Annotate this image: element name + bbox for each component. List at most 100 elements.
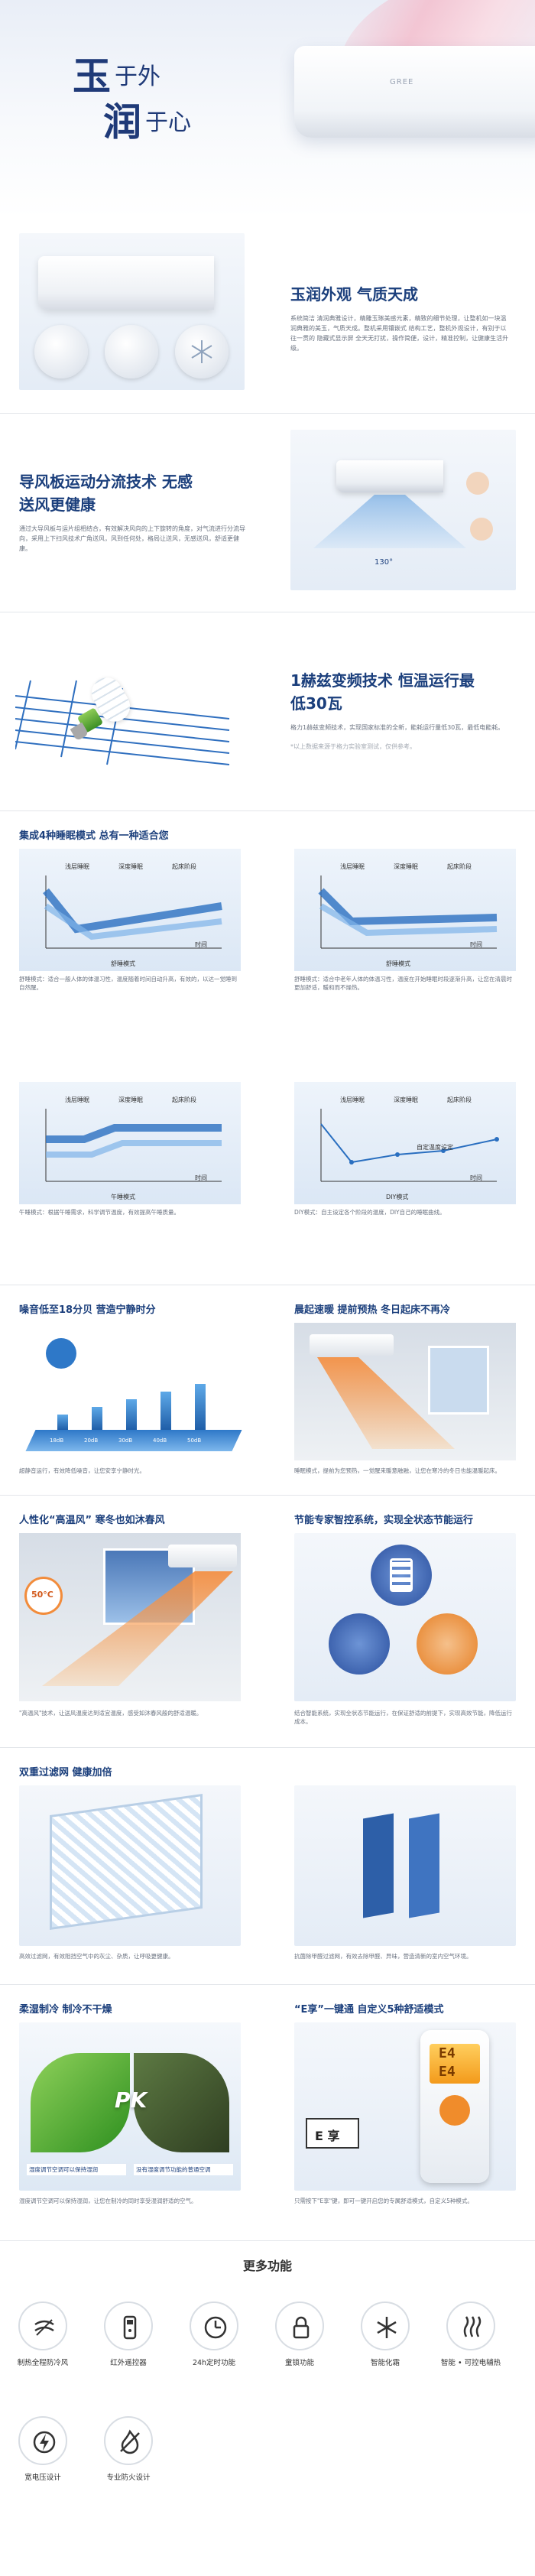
more-header: 更多功能 — [242, 2259, 292, 2273]
e-share-key-label: E 享 — [315, 2129, 340, 2143]
filter-layer-2 — [409, 1813, 439, 1918]
sleep-caption-1: 舒睡模式：适合一般人体的体温习性，温度随着时间自动升高，有效的，以达一觉睡到自然… — [19, 976, 237, 991]
divider — [0, 1747, 535, 1748]
sleep-mode-label: 舒睡模式 — [386, 960, 410, 967]
heat-scene — [294, 1323, 516, 1460]
section-appearance: 玉润外观 气质天成 系统简洁 清润典雅设计，精雕玉琢美感元素，精致的细节处理，让… — [0, 218, 535, 401]
sleep-header: 集成4种睡眠模式 总有一种适合您 — [19, 830, 169, 842]
inverter-desc: 格力1赫兹变频技术，实现国家标准的全新，能耗运行量低30瓦，最低电能耗。 — [290, 724, 504, 731]
electric-heat-icon — [446, 2302, 495, 2350]
section-softcool-eshare: 柔湿制冷 制冷不干燥 PK 湿度调节空调可以保持湿润 没有湿度调节功能的普通空调… — [0, 1992, 535, 2221]
hero-small-text-2: 于心 — [145, 109, 191, 136]
inverter-title-line1: 1赫兹变频技术 恒温运行最 — [290, 671, 475, 690]
softcool-header: 柔湿制冷 制冷不干燥 — [19, 2004, 112, 2016]
hotwind-desc: "高温风"技术，让送风温度达到适宜温度，感受如沐春风般的舒适温暖。 — [19, 1710, 203, 1717]
noise-bar — [92, 1407, 102, 1430]
divider — [0, 810, 535, 811]
hero-ac-unit: GREE — [294, 46, 535, 138]
room-window — [428, 1346, 489, 1415]
phase-label: 深度睡眠 — [118, 863, 143, 870]
sleep-panel-1: 浅层睡眠 深度睡眠 起床阶段 时间 舒睡模式 — [19, 849, 241, 971]
airflow-ac-unit — [336, 460, 443, 492]
sleep-panel-2: 浅层睡眠 深度睡眠 起床阶段 时间 舒睡模式 — [294, 849, 516, 971]
feature-label: 智能化霜 — [370, 2359, 400, 2367]
feature-label: 童锁功能 — [284, 2359, 314, 2367]
noise-level-label: 50dB — [187, 1437, 202, 1444]
detail-circle-1 — [34, 325, 88, 378]
hotwind-scene: 50°C — [19, 1533, 241, 1701]
heat-desc: 睡眠模式，提前为您预热，一觉醒来暖意融融，让您在寒冷的冬日也能温暖起床。 — [294, 1467, 501, 1474]
unit-logo: GREE — [390, 78, 414, 86]
remote-display-icon — [417, 1613, 478, 1675]
phase-label: 浅层睡眠 — [340, 863, 365, 870]
feature-label: 红外遥控器 — [110, 2359, 147, 2367]
noise-desc: 超静音运行，有效降低噪音，让您安享宁静时光。 — [19, 1467, 145, 1474]
section-noise-heat: 噪音低至18分贝 营造宁静时分 18dB 20dB 30dB 40dB 50dB… — [0, 1292, 535, 1491]
noise-badge-icon — [46, 1338, 76, 1369]
fresh-leaf-icon — [31, 2053, 130, 2152]
section-sleep-modes: 集成4种睡眠模式 总有一种适合您 浅层睡眠 深度睡眠 起床阶段 时间 舒睡模式 … — [0, 818, 535, 1277]
phase-label: 起床阶段 — [172, 1096, 196, 1103]
remote-dpad — [439, 2095, 470, 2126]
remote-control-icon — [104, 2302, 153, 2350]
axis-time-label: 时间 — [470, 941, 482, 948]
inverter-note: *以上数据来源于格力实验室测试，仅供参考。 — [290, 743, 416, 750]
heat-header: 晨起速暖 提前预热 冬日起床不再冷 — [294, 1304, 451, 1316]
noise-bars — [50, 1376, 225, 1430]
sleep-curve-chart — [318, 875, 498, 949]
airflow-desc: 通过大导风板与运片组相结合，有效解决风向的上下旋转的角度，对气流进行分流导向，采… — [19, 525, 245, 552]
filter-layer-1 — [363, 1813, 394, 1918]
filter-mesh-icon — [50, 1793, 203, 1931]
section-filter: 双重过滤网 健康加倍 高效过滤网，有效阻挡空气中的灰尘、杂质，让呼吸更健康。 抗… — [0, 1755, 535, 1977]
heat-ac-unit — [310, 1334, 394, 1356]
right-compare-label: 没有湿度调节功能的普通空调 — [134, 2164, 233, 2175]
phase-label: 浅层睡眠 — [340, 1096, 365, 1103]
defrost-icon — [361, 2302, 410, 2350]
section-more-features: 更多功能 制热全程防冷风 红外遥控器 24h定时功能 童锁功能 智能化霜 智能 … — [0, 2240, 535, 2569]
airflow-panel: 130° — [290, 430, 516, 590]
inverter-graphic — [15, 635, 260, 788]
detail-circle-3 — [175, 325, 229, 378]
timer-24h-icon — [190, 2302, 238, 2350]
energy-lines-icon — [15, 680, 230, 765]
hero-brush-char-2: 润 — [103, 99, 141, 145]
sleep-mode-label: 舒睡模式 — [111, 960, 135, 967]
person-avatar — [466, 472, 489, 495]
hero-small-text-1: 于外 — [115, 63, 160, 90]
energy-panel — [294, 1533, 516, 1701]
airflow-angle: 130° — [374, 558, 394, 567]
sleep-panel-4: 浅层睡眠 深度睡眠 起床阶段 自定温度设定 时间 DIY模式 — [294, 1082, 516, 1204]
battery-icon — [371, 1545, 432, 1606]
eshare-header: “E享”一键通 自定义5种舒适模式 — [294, 2004, 444, 2016]
eshare-panel: E 享 E4 E4 — [294, 2022, 516, 2191]
noise-level-label: 30dB — [118, 1437, 133, 1444]
wide-voltage-icon — [18, 2416, 67, 2465]
divider — [0, 1495, 535, 1496]
energy-desc: 结合智能系统，实现全状态节能运行，在保证舒适的前提下，实现高效节能，降低运行成本… — [294, 1710, 512, 1725]
snowflake-icon — [191, 340, 212, 363]
phase-label: 起床阶段 — [447, 1096, 472, 1103]
temp-badge: 50°C — [27, 1579, 60, 1613]
eshare-desc: 只需按下"E享"键，即可一键开启您的专属舒适模式，自定义5种模式。 — [294, 2198, 473, 2204]
sleep-mode-label: 午睡模式 — [111, 1194, 135, 1200]
remote-display-bottom: E4 — [439, 2064, 456, 2080]
child-lock-icon — [275, 2302, 324, 2350]
axis-time-label: 时间 — [195, 1174, 207, 1181]
hotwind-ac-unit — [168, 1545, 237, 1567]
phase-label: 起床阶段 — [172, 863, 196, 870]
detail-circle-2 — [105, 325, 158, 378]
hotwind-header: 人性化“高温风” 寒冬也如沐春风 — [19, 1515, 165, 1526]
sleep-curve-chart — [45, 1109, 222, 1182]
hero-brush-char-1: 玉 — [73, 54, 111, 99]
phase-label: 深度睡眠 — [394, 863, 418, 870]
left-compare-label: 湿度调节空调可以保持湿润 — [27, 2164, 126, 2175]
feature-label: 智能 • 可控电辅热 — [440, 2359, 501, 2367]
axis-time-label: 时间 — [195, 941, 207, 948]
noise-bar — [57, 1415, 68, 1430]
noise-chart: 18dB 20dB 30dB 40dB 50dB — [19, 1323, 242, 1460]
sleep-curve-chart — [320, 1109, 499, 1182]
appearance-desc: 系统简洁 清润典雅设计，精雕玉琢美感元素，精致的细节处理，让整机如一块温润典雅的… — [290, 315, 509, 352]
remote-control: E4 E4 — [420, 2030, 489, 2183]
airflow-title-line2: 送风更健康 — [19, 495, 96, 514]
